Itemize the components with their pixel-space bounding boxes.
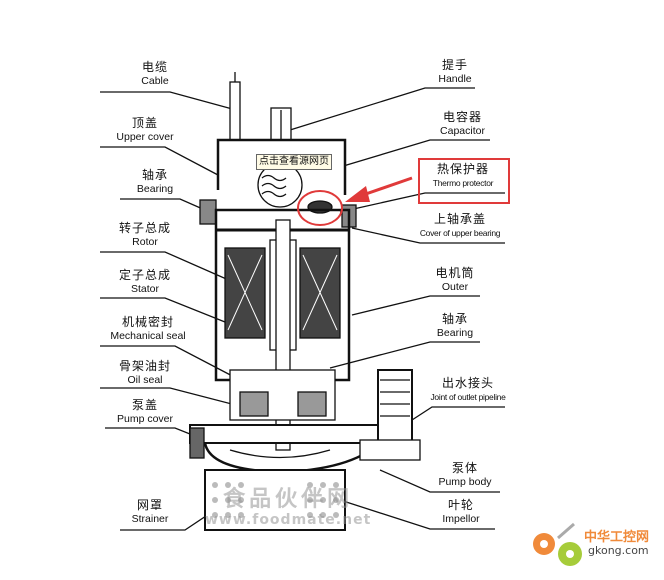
label-zh: 轴承 [141, 168, 168, 182]
highlight-arrow [345, 176, 413, 202]
watermark-zh: 食品伙伴网 [223, 487, 354, 512]
label-zh: 转子总成 [118, 221, 171, 235]
view-source-tooltip[interactable]: 点击查看源网页 [256, 154, 332, 170]
label-thermo-protector: 热保护器 Thermo protector [420, 162, 506, 190]
label-en: Joint of outlet pipeline [430, 392, 506, 402]
label-en: Mechanical seal [110, 330, 186, 342]
gkong-logo-gears [533, 522, 582, 566]
leader-lines-right [289, 87, 505, 530]
label-zh: 出水接头 [441, 376, 494, 390]
logo-zh: 中华工控网 [584, 530, 650, 545]
label-en: Outer [441, 281, 469, 293]
label-en: Upper cover [116, 131, 174, 143]
label-en: Rotor [132, 236, 158, 248]
leader-lines-left [100, 91, 256, 531]
label-en: Capacitor [440, 125, 485, 137]
label-outlet-joint: 出水接头 Joint of outlet pipeline [428, 376, 508, 404]
label-en: Impellor [442, 513, 480, 525]
label-upper-bearing-cover: 上轴承盖 Cover of upper bearing [412, 212, 508, 240]
label-zh: 电机筒 [435, 266, 475, 280]
highlight-circle [297, 190, 343, 226]
label-zh: 电容器 [442, 110, 482, 124]
label-zh: 泵盖 [131, 398, 158, 412]
oil-seal [297, 391, 327, 417]
label-zh: 叶轮 [447, 498, 474, 512]
label-zh: 提手 [441, 58, 468, 72]
label-en: Oil seal [127, 374, 163, 386]
label-zh: 定子总成 [118, 268, 171, 282]
label-en: Cable [141, 75, 169, 87]
label-zh: 上轴承盖 [433, 212, 486, 226]
label-en: Bearing [136, 183, 174, 195]
label-zh: 网罩 [136, 498, 163, 512]
label-en: Strainer [131, 513, 169, 525]
label-en: Pump cover [116, 413, 174, 425]
label-en: Thermo protector [432, 178, 494, 188]
pump-cover [189, 424, 386, 444]
label-en: Handle [438, 73, 472, 85]
highlight-box [418, 158, 510, 204]
watermark-en: www.foodmate.net [205, 512, 372, 528]
label-zh: 泵体 [451, 461, 478, 475]
label-zh: 机械密封 [121, 315, 174, 329]
label-zh: 骨架油封 [118, 359, 171, 373]
bearing-bolt-left [199, 199, 217, 225]
label-zh: 轴承 [441, 312, 468, 326]
logo-en: gkong.com [588, 544, 649, 557]
outlet-joint [377, 369, 413, 451]
mechanical-seal [239, 391, 269, 417]
label-en: Cover of upper bearing [419, 228, 501, 238]
label-zh: 热保护器 [436, 162, 489, 176]
label-zh: 顶盖 [131, 116, 158, 130]
label-en: Stator [130, 283, 159, 295]
impeller [229, 449, 331, 459]
label-en: Bearing [436, 327, 474, 339]
label-zh: 电缆 [141, 60, 168, 74]
label-en: Pump body [438, 476, 492, 488]
